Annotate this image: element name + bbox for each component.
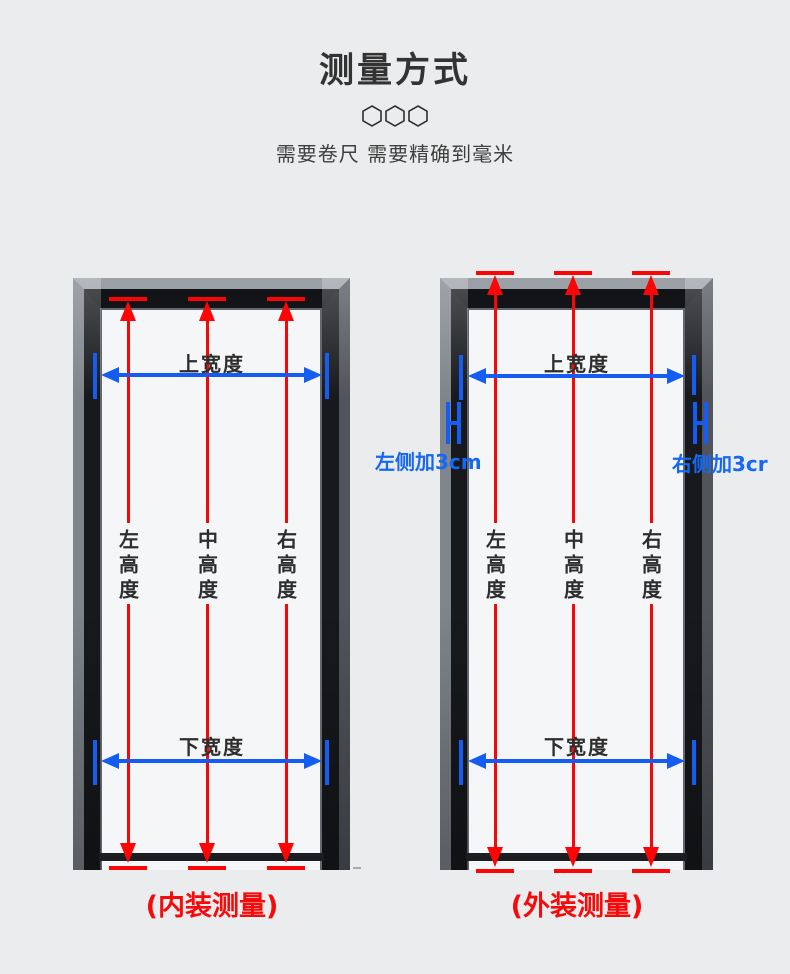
measure-tick (267, 866, 305, 870)
arrow-left-icon (468, 368, 486, 384)
top-width-label: 上宽度 (544, 352, 610, 376)
measure-line (650, 604, 653, 849)
bottom-width-label: 下宽度 (544, 735, 610, 759)
measure-line (483, 374, 670, 378)
measure-line (206, 604, 209, 845)
height-label-middle: 中高度 (560, 529, 585, 604)
arrow-left-icon (101, 367, 119, 383)
measure-tick (188, 297, 226, 301)
arrow-left-icon (101, 753, 119, 769)
arrow-left-icon (468, 753, 486, 769)
measure-line (650, 292, 653, 523)
left-side-note: 左侧加3cm (375, 450, 482, 474)
measure-line (116, 373, 307, 377)
arrow-down-icon (120, 843, 136, 863)
door-opening (467, 308, 685, 870)
arrow-down-icon (487, 847, 503, 867)
arrow-up-icon (487, 275, 503, 295)
caption-exterior: (外装测量) (510, 891, 644, 922)
arrow-right-icon (304, 367, 322, 383)
hexagon-icon (408, 105, 428, 127)
height-label-right: 右高度 (638, 529, 663, 604)
measure-tick (692, 355, 696, 395)
top-width-label: 上宽度 (179, 352, 245, 376)
measure-tick (325, 740, 329, 785)
small-dash (353, 867, 361, 869)
measure-tick (632, 271, 670, 275)
measure-tick (476, 869, 514, 873)
door-dark-frame (451, 289, 702, 870)
hexagon-divider (0, 105, 790, 127)
measure-line (285, 604, 288, 845)
measure-line (116, 759, 307, 763)
measure-line (483, 759, 670, 763)
arrow-up-icon (643, 275, 659, 295)
door-bevel (440, 278, 713, 870)
height-label-right: 右高度 (273, 529, 298, 604)
measure-line (572, 604, 575, 849)
measure-tick (554, 869, 592, 873)
height-label-middle: 中高度 (194, 529, 219, 604)
arrow-right-icon (667, 753, 685, 769)
measure-tick (109, 866, 147, 870)
h-gauge-icon (446, 421, 461, 425)
measure-line (572, 292, 575, 523)
right-side-note: 右侧加3cr (672, 452, 768, 476)
height-label-left: 左高度 (115, 529, 140, 604)
measure-tick (267, 297, 305, 301)
arrow-down-icon (565, 847, 581, 867)
measure-line (127, 318, 130, 523)
measure-tick (188, 866, 226, 870)
arrow-up-icon (278, 301, 294, 321)
arrow-down-icon (199, 843, 215, 863)
arrow-up-icon (199, 301, 215, 321)
arrow-up-icon (120, 301, 136, 321)
page-subtitle: 需要卷尺 需要精确到毫米 (275, 142, 515, 166)
measure-tick (325, 353, 329, 399)
page-title: 测量方式 (318, 51, 471, 91)
caption-interior: (内装测量) (145, 891, 279, 922)
measure-tick (93, 740, 97, 785)
measure-tick (109, 297, 147, 301)
h-gauge-icon (693, 421, 708, 425)
measure-tick (459, 740, 463, 785)
bottom-width-label: 下宽度 (179, 735, 245, 759)
arrow-right-icon (304, 753, 322, 769)
measure-tick (476, 271, 514, 275)
measure-line (494, 604, 497, 849)
hexagon-icon (362, 105, 382, 127)
arrow-right-icon (667, 368, 685, 384)
measure-tick (93, 353, 97, 399)
hexagon-icon (385, 105, 405, 127)
height-label-left: 左高度 (482, 529, 507, 604)
arrow-down-icon (643, 847, 659, 867)
measure-tick (632, 869, 670, 873)
measure-tick (459, 355, 463, 400)
measure-tick (692, 740, 696, 785)
measure-line (127, 604, 130, 845)
measure-line (206, 318, 209, 523)
measure-tick (554, 271, 592, 275)
measure-line (285, 318, 288, 523)
arrow-up-icon (565, 275, 581, 295)
arrow-down-icon (278, 843, 294, 863)
measure-line (494, 292, 497, 523)
